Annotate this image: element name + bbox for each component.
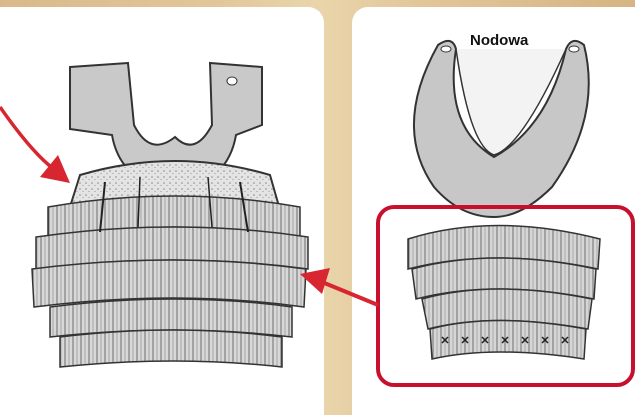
- nodowa-illustration: [352, 7, 635, 415]
- assembled-collar-illustration: [0, 7, 324, 415]
- pointer-arrow: [0, 107, 58, 172]
- nodowa-lames-4: [430, 321, 586, 360]
- lames-row-5: [60, 330, 282, 367]
- right-panel: Nodowa: [352, 7, 635, 415]
- left-panel: [0, 7, 324, 415]
